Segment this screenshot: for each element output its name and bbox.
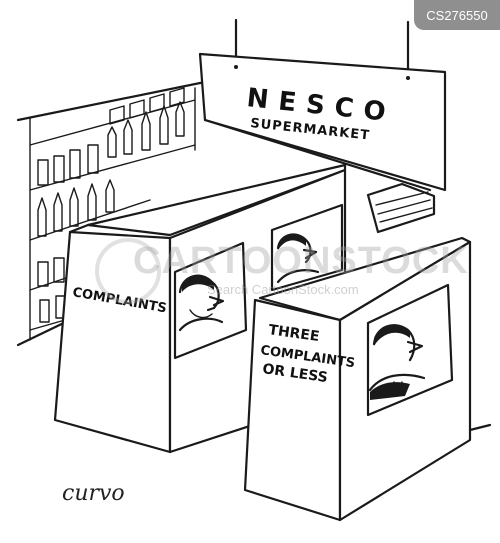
image-id-badge: CS276550 — [414, 0, 500, 30]
artist-signature: curvo — [62, 481, 125, 506]
booth-three-complaints: THREE COMPLAINTS OR LESS — [243, 236, 472, 522]
booth-three-line1: THREE — [267, 322, 320, 345]
attendant-right — [368, 324, 426, 400]
attendant-back — [276, 233, 320, 284]
attendant-left — [178, 274, 225, 332]
store-sign: NESCO SUPERMARKET — [198, 18, 447, 192]
back-counter — [203, 118, 436, 234]
floor-lines — [468, 423, 492, 432]
